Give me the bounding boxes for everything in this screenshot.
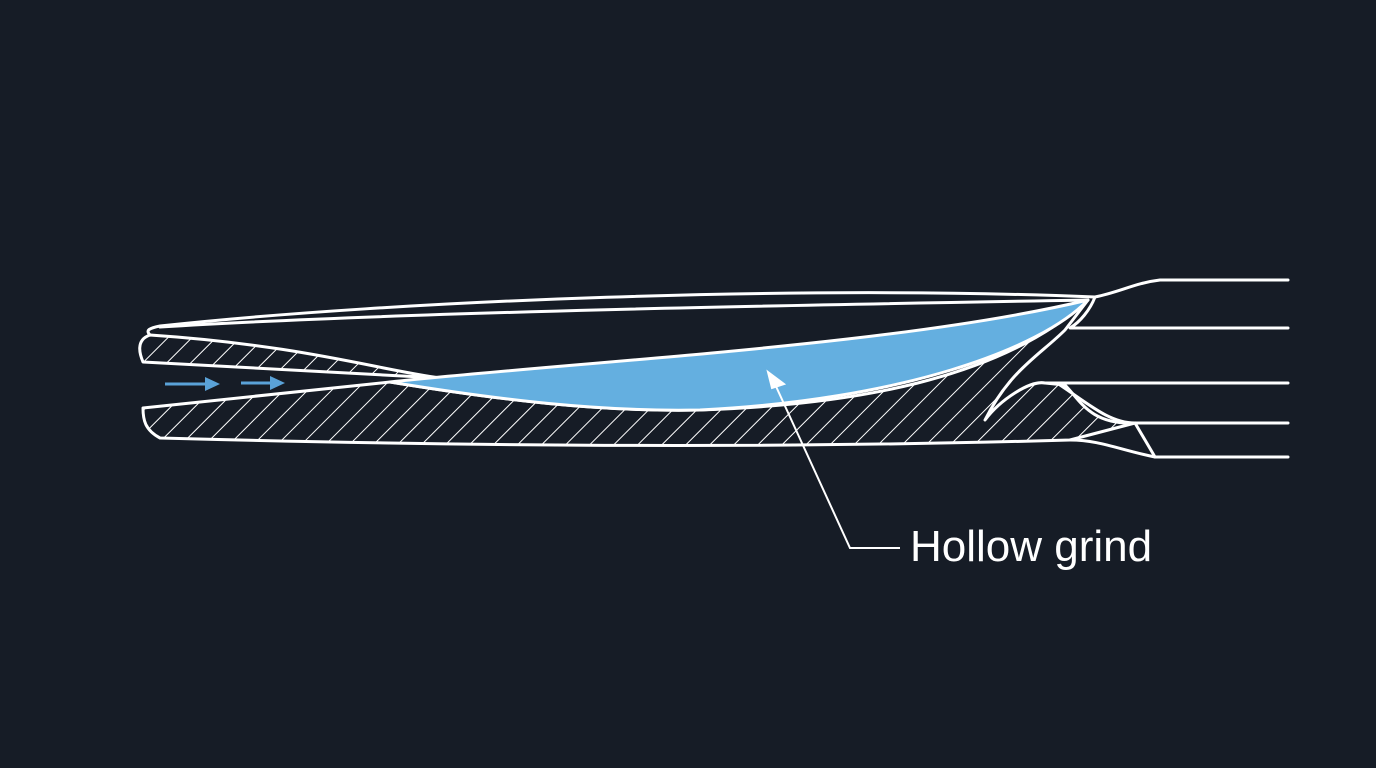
hollow-grind-region (388, 298, 1090, 412)
blade-inner-line (158, 298, 1090, 329)
bevel-line (1068, 295, 1290, 330)
tang-bottom-line (1068, 421, 1290, 459)
pointer-arrow-icon (766, 369, 900, 549)
flow-arrow-icon (165, 377, 220, 391)
hollow-grind-label: Hollow grind (910, 522, 1153, 571)
upper-hatched-section (138, 333, 442, 380)
flow-arrow-icon (241, 376, 285, 390)
